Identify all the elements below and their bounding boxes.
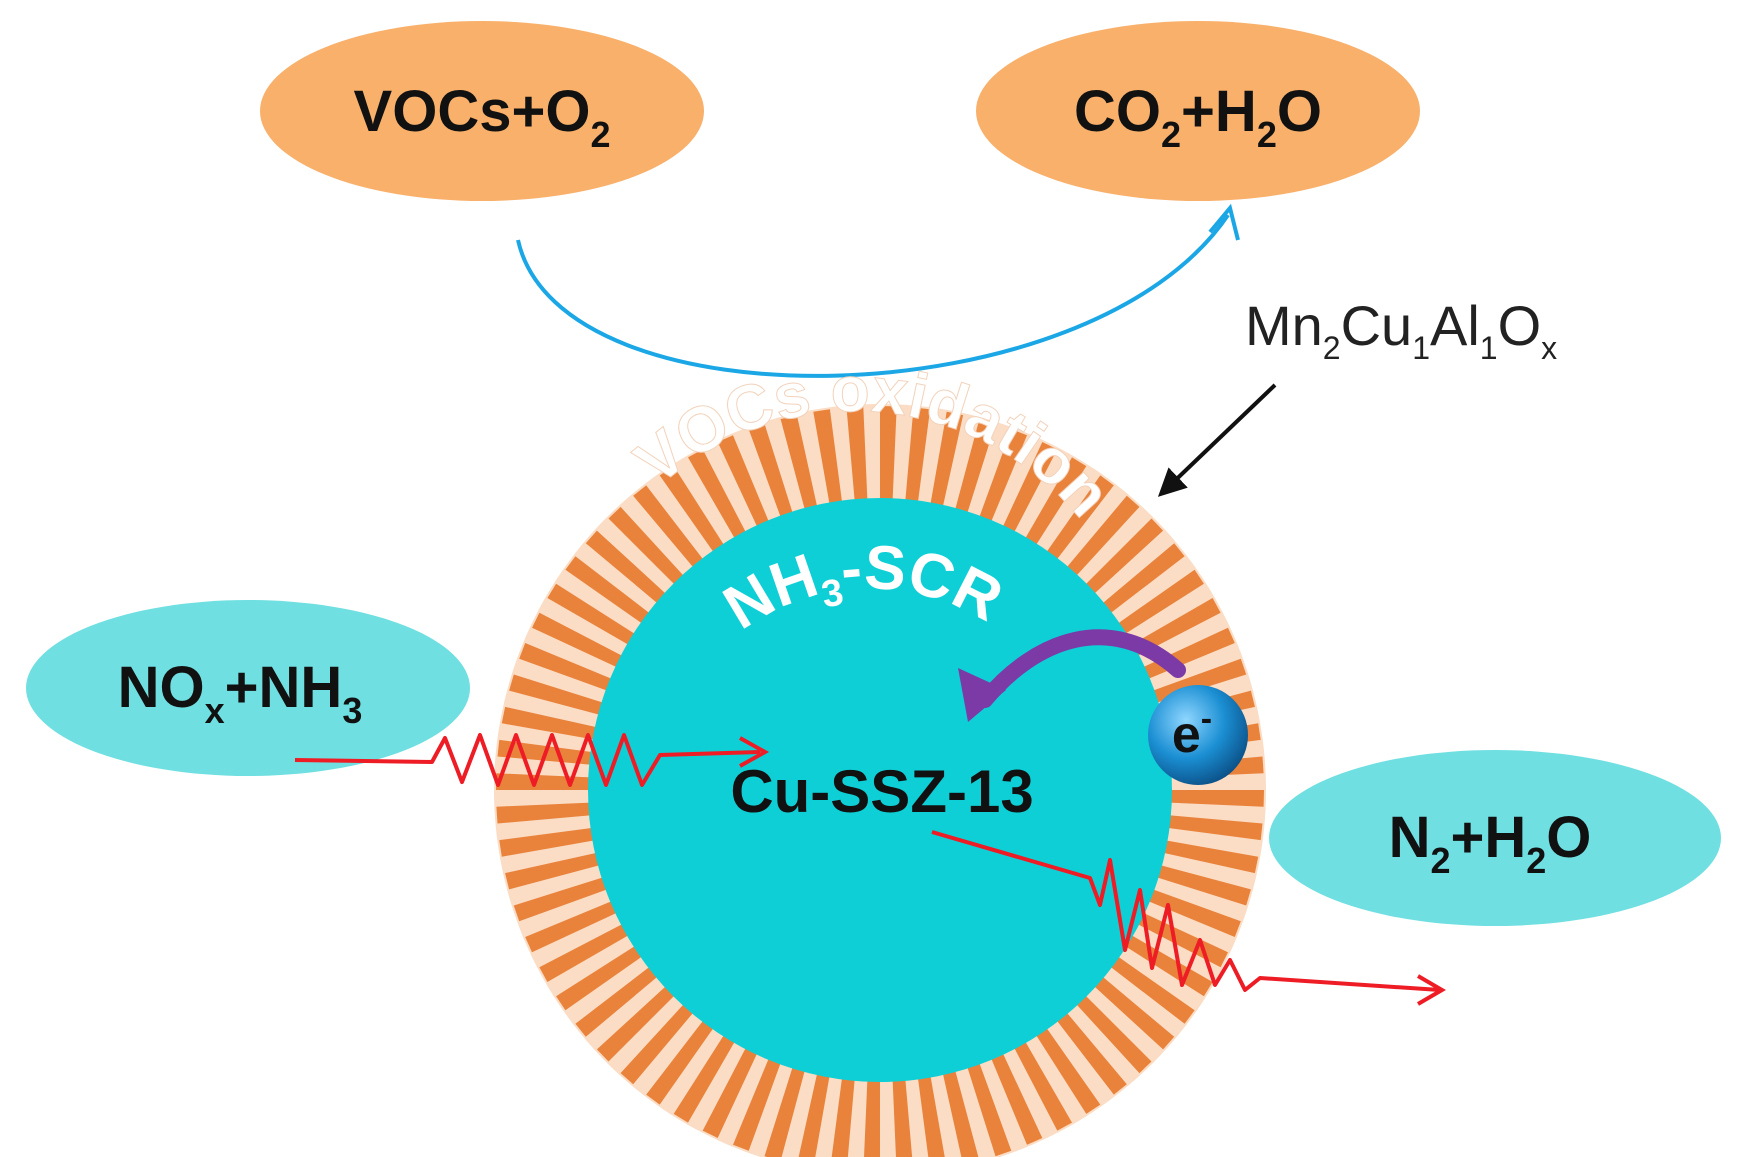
shell-stripe: [1025, 457, 1087, 546]
shell-stripe: [1046, 475, 1114, 560]
vocs-o2-ellipse: [260, 21, 704, 201]
shell-stripe: [880, 406, 897, 501]
shell-stripe: [864, 1079, 880, 1157]
shell-stripe: [813, 409, 843, 505]
shell-stripe: [547, 583, 636, 645]
shell-stripe: [1163, 840, 1259, 874]
shell-stripe: [1075, 995, 1152, 1074]
shell-stripe: [539, 923, 629, 982]
shell-stripe: [1102, 543, 1185, 614]
shell-stripe: [942, 1070, 979, 1157]
shell-stripe: [967, 1062, 1012, 1157]
shell-stripe: [733, 1057, 781, 1151]
catalyst-core: [588, 498, 1172, 1082]
shell-stripe: [499, 827, 595, 857]
shell-stripe: [596, 985, 675, 1062]
shell-stripe: [505, 852, 600, 890]
shell-stripe: [688, 449, 747, 539]
nox-nh3-ellipse: [26, 600, 470, 776]
shell-stripe: [905, 407, 931, 503]
shell-stripe: [1035, 1027, 1101, 1114]
nox-inflow-arrow: [294, 733, 761, 787]
shell-stripe: [930, 411, 964, 507]
shell-stripe: [1117, 569, 1204, 635]
shell-stripe: [513, 877, 608, 922]
shell-stripe: [717, 435, 769, 528]
shell-stripe: [608, 506, 685, 585]
shell-stripe: [798, 1073, 830, 1157]
shell-stripe: [846, 406, 868, 502]
shell-stripe: [519, 643, 613, 691]
core-material-label: Cu-SSZ-13: [730, 758, 1033, 825]
n2-h2o-ellipse: [1269, 750, 1721, 926]
shell-stripe: [1085, 518, 1164, 595]
shell-stripe: [1147, 889, 1241, 937]
shell-stripe: [585, 530, 667, 604]
shell-stripe: [1066, 495, 1140, 577]
shell-stripe: [1124, 935, 1213, 997]
shell-stripe: [1013, 1041, 1072, 1131]
nox-inflow-arrowhead: [739, 736, 770, 768]
shell-stripe: [532, 612, 623, 668]
shell-stripe: [525, 901, 618, 953]
shell-stripe: [575, 966, 658, 1037]
shell-stripe: [917, 1075, 945, 1157]
electron-label: e-: [1172, 700, 1212, 764]
n2-outflow-arrowhead: [1416, 974, 1446, 1006]
shell-stripe: [509, 674, 604, 715]
shell-stripe: [659, 466, 725, 553]
shell-stripe: [673, 1034, 735, 1123]
shell-stripe: [991, 1052, 1043, 1145]
shell-pointer-arrow: [1157, 383, 1277, 497]
shell-stripe: [1093, 976, 1175, 1050]
vocs-oxidation-arrowhead: [1208, 203, 1240, 241]
shell-stripe: [1131, 598, 1221, 657]
shell-stripe: [831, 1077, 855, 1157]
shell-stripe: [501, 706, 597, 740]
co2-h2o-ellipse: [976, 21, 1420, 201]
shell-stripe: [1169, 790, 1264, 807]
shell-stripe: [955, 419, 996, 514]
shell-material-label: Mn2Cu1Al1Ox: [1245, 294, 1557, 366]
electron-transfer-arrowhead: [958, 668, 1006, 722]
shell-stripe: [633, 485, 704, 568]
vocs-oxidation-arrow: [516, 213, 1230, 378]
vocs-o2-label: VOCs+O2: [354, 79, 611, 155]
shell-stripe: [1110, 956, 1195, 1024]
shell-stripe: [780, 415, 818, 510]
electron-transfer-arrow: [977, 629, 1186, 708]
n2-h2o-label: N2+H2O: [1389, 805, 1592, 881]
shell-stripe: [892, 1078, 913, 1157]
shell-stripe: [646, 1020, 714, 1105]
shell-stripe: [556, 945, 643, 1011]
shell-stripe: [620, 1003, 694, 1085]
shell-stripe: [496, 802, 592, 824]
shell-stripe: [702, 1047, 758, 1138]
shell-stripe: [748, 423, 793, 518]
shell-stripe: [764, 1066, 805, 1157]
shell-stripe: [1056, 1012, 1127, 1095]
shell-stripe: [1002, 442, 1058, 533]
electron-sphere: [1148, 685, 1248, 785]
shell-stripe: [1156, 865, 1251, 906]
co2-h2o-label: CO2+H2O: [1074, 79, 1322, 155]
nox-nh3-label: NOx+NH3: [118, 655, 363, 731]
shell-stripe: [1167, 815, 1263, 841]
n2-outflow-arrow: [931, 830, 1441, 992]
shell-stripe: [979, 429, 1027, 523]
shell-stripe: [565, 556, 650, 624]
